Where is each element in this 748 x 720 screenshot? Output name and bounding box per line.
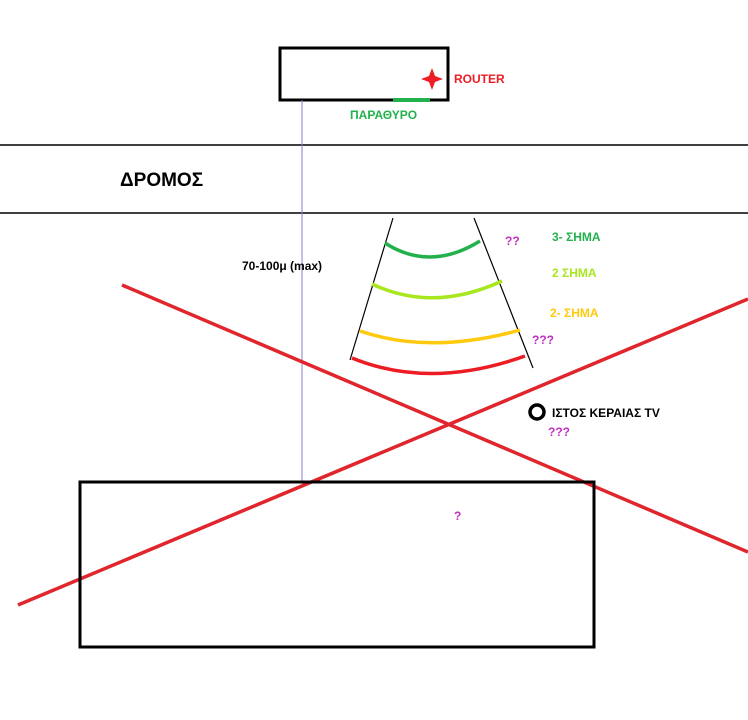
router-label: ROUTER xyxy=(454,72,505,86)
router-building xyxy=(278,46,450,102)
house-building xyxy=(78,480,596,649)
signal-arc-3 xyxy=(384,239,481,259)
window-label: ΠΑΡΑΘΥΡΟ xyxy=(350,108,417,122)
cross-line-2 xyxy=(17,297,748,607)
signal-2-minus-label: 2- ΣΗΜΑ xyxy=(550,306,599,320)
tv-mast-icon xyxy=(528,403,546,421)
question-house: ? xyxy=(454,509,461,523)
signal-arc-2-minus xyxy=(359,328,521,345)
tv-mast-label: ΙΣΤΟΣ ΚΕΡΑΙΑΣ TV xyxy=(552,406,660,420)
question-mid: ??? xyxy=(532,333,554,347)
signal-arc-1 xyxy=(351,354,526,376)
question-top: ?? xyxy=(505,234,520,248)
cone-left-edge xyxy=(349,217,394,361)
cross-line-1 xyxy=(121,283,748,554)
signal-arc-2 xyxy=(371,279,503,300)
question-mast: ??? xyxy=(548,425,570,439)
router-icon xyxy=(421,68,443,90)
signal-2-label: 2 ΣΗΜΑ xyxy=(552,266,597,280)
distance-label: 70-100μ (max) xyxy=(242,259,322,273)
road-label: ΔΡΟΜΟΣ xyxy=(120,170,203,191)
cone-right-edge xyxy=(473,217,534,369)
signal-3-label: 3- ΣΗΜΑ xyxy=(552,230,601,244)
